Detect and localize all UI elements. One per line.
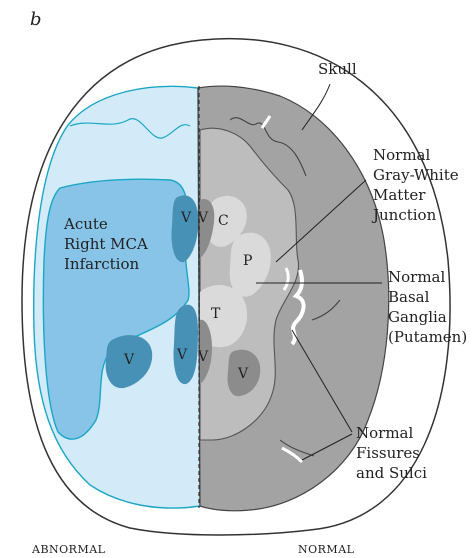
ventricle-label-right-frontal: V: [197, 210, 209, 226]
thalamus-label: T: [211, 306, 221, 322]
skull-label: Skull: [318, 60, 357, 78]
caudate-label: C: [218, 213, 229, 229]
abnormal-ventricle-posterior: [174, 305, 199, 384]
footer-abnormal: ABNORMAL: [31, 543, 106, 556]
ventricle-label-left-temporal: V: [123, 352, 135, 368]
panel-letter: b: [30, 9, 42, 30]
ventricle-label-right-posterior: V: [197, 349, 209, 365]
ventricle-label-right-temporal: V: [237, 366, 249, 382]
putamen-label: P: [243, 253, 252, 269]
ventricle-label-left-posterior: V: [176, 347, 188, 363]
fissures-label: Normal Fissures and Sulci: [356, 424, 427, 482]
ventricle-label-left-frontal: V: [180, 210, 192, 226]
footer-normal: NORMAL: [298, 543, 355, 556]
